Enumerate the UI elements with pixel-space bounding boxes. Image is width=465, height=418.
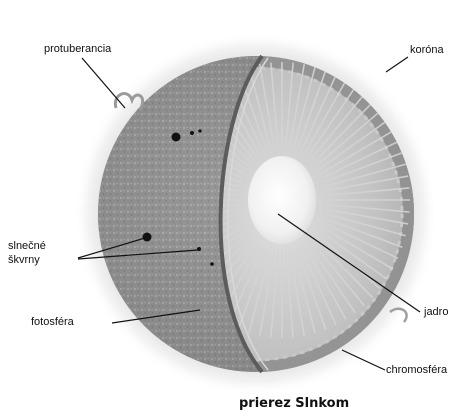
label-sunspots-line1: slnečné (8, 240, 46, 253)
label-chromosphere: chromosféra (386, 364, 447, 377)
sunspot (210, 262, 214, 266)
core-shape (248, 156, 316, 244)
sunspot (190, 131, 194, 135)
label-prominence: protuberancia (44, 43, 111, 56)
leader-line-prominence (82, 58, 125, 108)
label-corona: koróna (410, 44, 444, 57)
label-sunspots-line2: škvrny (8, 254, 40, 267)
sunspot (172, 133, 181, 142)
label-photosphere: fotosféra (31, 316, 74, 329)
label-core: jadro (424, 306, 448, 319)
sunspot (198, 129, 201, 132)
sunspot (143, 233, 152, 242)
diagram-caption: prierez Slnkom (239, 396, 349, 411)
leader-line-corona (386, 57, 408, 72)
